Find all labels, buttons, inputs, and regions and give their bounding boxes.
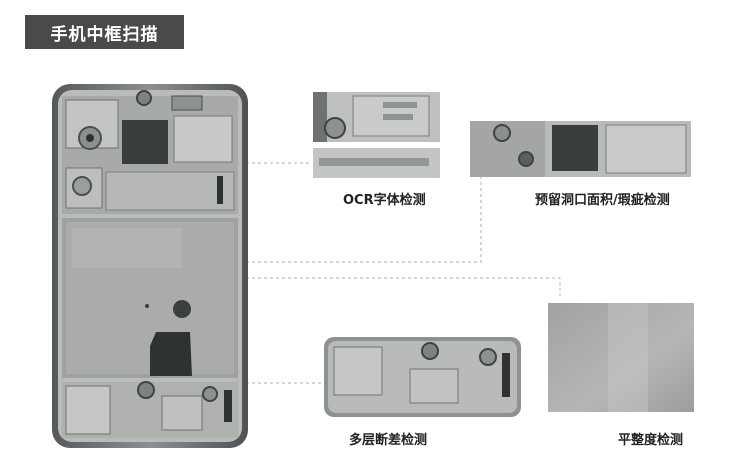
page-title-badge: 手机中框扫描 [25,15,184,49]
caption-flatness: 平整度检测 [618,433,684,448]
flatness-closeup-image [548,303,694,412]
step-height-closeup-image [324,337,521,417]
caption-hole-defect: 预留洞口面积/瑕疵检测 [535,193,670,208]
caption-ocr: OCR字体检测 [343,193,426,208]
hole-defect-closeup-image [470,121,691,177]
guide-line-holes [246,176,482,263]
guide-line-flatness [246,277,561,296]
caption-step-height: 多层断差检测 [349,433,428,448]
phone-frame-scan-image [52,84,248,448]
ocr-closeup-image [313,92,440,178]
